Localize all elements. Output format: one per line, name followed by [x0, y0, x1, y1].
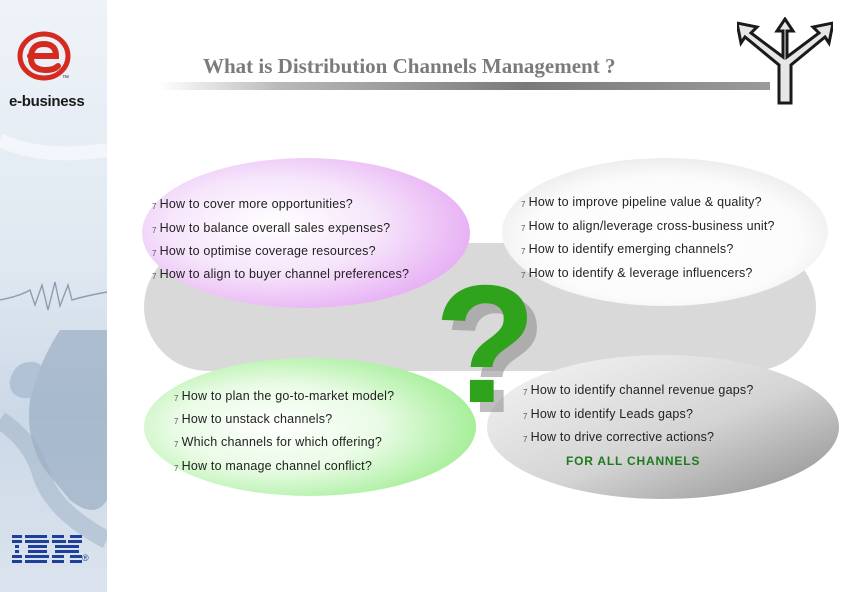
page-title: What is Distribution Channels Management…	[203, 54, 616, 78]
trademark-symbol: ™	[62, 75, 69, 82]
fork-arrows-icon	[737, 17, 833, 105]
brand-text: e-business	[9, 93, 85, 110]
bottom-right-blob	[487, 355, 839, 499]
top-right-blob	[502, 158, 828, 306]
sidebar-background-art	[0, 133, 107, 548]
sidebar-banner: ™ e-business ®	[0, 0, 107, 592]
question-mark-symbol: ?	[434, 250, 537, 438]
bottom-left-blob	[144, 358, 476, 496]
title-divider	[160, 82, 770, 90]
top-left-blob	[142, 158, 470, 308]
e-business-logo-icon	[17, 31, 71, 81]
question-mark-shadow: ?	[444, 260, 547, 448]
ibm-logo-icon	[12, 535, 82, 563]
all-channels-note: FOR ALL CHANNELS	[566, 454, 701, 468]
registered-symbol: ®	[82, 553, 89, 563]
